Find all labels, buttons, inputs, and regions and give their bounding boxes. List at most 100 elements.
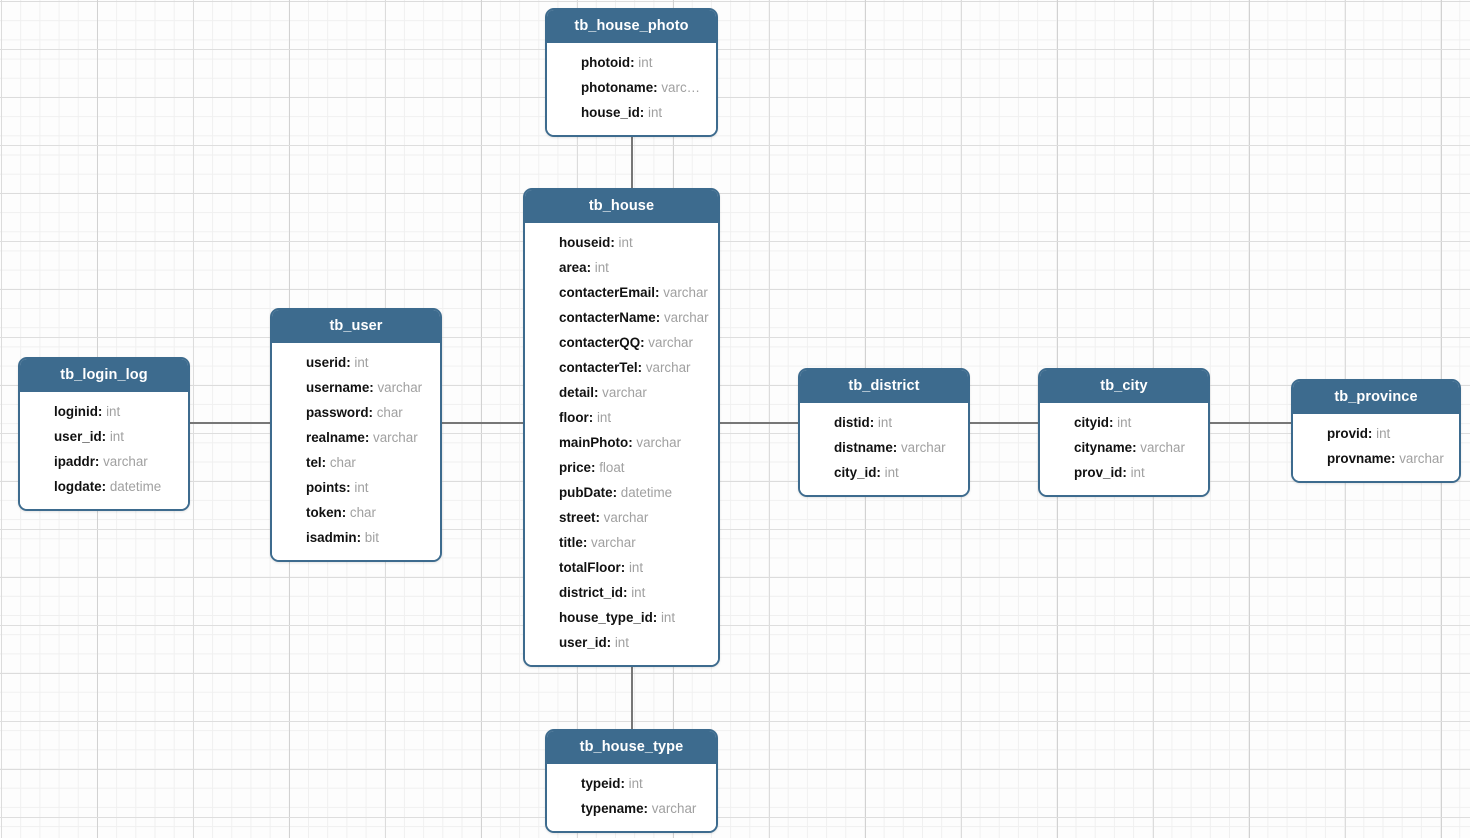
field-row[interactable]: user_id: int [525,630,718,655]
field-name: street [559,510,596,525]
field-row[interactable]: house_type_id: int [525,605,718,630]
field-row[interactable]: token: char [272,500,440,525]
field-separator: : [606,635,615,650]
field-separator: : [101,479,110,494]
field-name: area [559,260,587,275]
field-separator: : [356,530,365,545]
field-separator: : [346,355,355,370]
field-row[interactable]: totalFloor: int [525,555,718,580]
field-separator: : [612,485,621,500]
connector-tb_house-to-tb_house_photo[interactable] [631,131,633,189]
field-row[interactable]: username: varchar [272,375,440,400]
field-type: int [660,610,676,625]
field-row[interactable]: house_id: int [547,100,716,125]
field-type: varchar [636,435,682,450]
field-row[interactable]: ipaddr: varchar [20,449,188,474]
field-separator: : [628,435,637,450]
field-row[interactable]: distid: int [800,410,968,435]
field-name: cityid [1074,415,1109,430]
field-type: bit [364,530,379,545]
field-type: int [614,635,629,650]
field-row[interactable]: logdate: datetime [20,474,188,499]
field-row[interactable]: realname: varchar [272,425,440,450]
field-separator: : [652,610,661,625]
field-row[interactable]: tel: char [272,450,440,475]
field-row[interactable]: typename: varchar [547,796,716,821]
field-row[interactable]: houseid: int [525,230,718,255]
field-row[interactable]: userid: int [272,350,440,375]
entity-title-tb_district: tb_district [800,370,968,403]
field-type: varchar [591,535,636,550]
field-row[interactable]: floor: int [525,405,718,430]
field-row[interactable]: contacterEmail: varchar [525,280,718,305]
entity-title-tb_user: tb_user [272,310,440,343]
connector-tb_house-to-tb_district[interactable] [719,422,800,424]
field-type: datetime [109,479,162,494]
field-separator: : [97,404,107,419]
field-name: totalFloor [559,560,621,575]
field-separator: : [1391,451,1400,466]
field-separator: : [653,80,662,95]
entity-title-tb_login_log: tb_login_log [20,359,188,392]
field-row[interactable]: pubDate: datetime [525,480,718,505]
entity-title-tb_house_photo: tb_house_photo [547,10,716,43]
field-row[interactable]: loginid: int [20,399,188,424]
field-name: logdate [54,479,102,494]
field-separator: : [620,776,629,791]
field-row[interactable]: user_id: int [20,424,188,449]
field-row[interactable]: price: float [525,455,718,480]
connector-tb_login_log-to-tb_user[interactable] [189,422,272,424]
field-separator: : [639,105,648,120]
field-row[interactable]: cityname: varchar [1040,435,1208,460]
field-row[interactable]: city_id: int [800,460,968,485]
field-type: int [1130,465,1145,480]
field-row[interactable]: typeid: int [547,771,716,796]
connector-tb_house-to-tb_house_type[interactable] [631,665,633,730]
field-row[interactable]: provid: int [1293,421,1459,446]
field-row[interactable]: photoid: int [547,50,716,75]
field-row[interactable]: district_id: int [525,580,718,605]
field-row[interactable]: points: int [272,475,440,500]
field-name: pubDate [559,485,613,500]
grid-vertical-rule-6 [1249,0,1250,838]
field-row[interactable]: contacterTel: varchar [525,355,718,380]
field-type: int [354,355,369,370]
field-row[interactable]: photoname: varc… [547,75,716,100]
field-row[interactable]: title: varchar [525,530,718,555]
field-separator: : [610,235,619,250]
connector-tb_district-to-tb_city[interactable] [968,422,1040,424]
field-row[interactable]: contacterQQ: varchar [525,330,718,355]
field-name: prov_id [1074,465,1123,480]
field-row[interactable]: prov_id: int [1040,460,1208,485]
field-name: photoid [581,55,631,70]
field-name: userid [306,355,347,370]
field-row[interactable]: isadmin: bit [272,525,440,550]
field-row[interactable]: distname: varchar [800,435,968,460]
field-row[interactable]: street: varchar [525,505,718,530]
field-row[interactable]: area: int [525,255,718,280]
connector-tb_user-to-tb_house[interactable] [441,422,525,424]
field-row[interactable]: detail: varchar [525,380,718,405]
field-row[interactable]: provname: varchar [1293,446,1459,471]
field-type: int [109,429,124,444]
field-name: cityname [1074,440,1133,455]
field-row[interactable]: cityid: int [1040,410,1208,435]
connector-tb_city-to-tb_province[interactable] [1208,422,1293,424]
field-row[interactable]: mainPhoto: varchar [525,430,718,455]
field-name: photoname [581,80,654,95]
field-row[interactable]: password: char [272,400,440,425]
field-row[interactable]: contacterName: varchar [525,305,718,330]
field-separator: : [637,360,646,375]
